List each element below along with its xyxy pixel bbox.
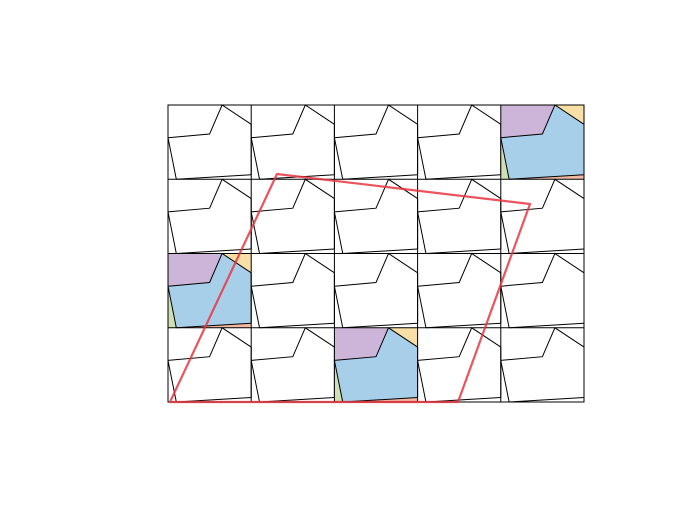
tile-upper-line [167, 327, 252, 361]
tile-r2-c1 [250, 252, 335, 329]
tile-r0-c4 [500, 104, 585, 180]
tile-bottom-line [176, 174, 252, 180]
tile-bottom-line [259, 248, 335, 254]
tile-r0-c1 [250, 104, 335, 180]
tile-left-line [500, 360, 510, 403]
tile-left-line [333, 211, 344, 254]
tile-left-line [167, 137, 177, 180]
tile-upper-line [500, 327, 585, 361]
tile-bottom-line [425, 322, 501, 329]
tile-left-line [500, 137, 510, 180]
tile-upper-line [417, 327, 502, 361]
tile-left-line [250, 286, 261, 328]
tile-bottom-line [342, 322, 418, 329]
tile-bottom-line [176, 248, 252, 254]
tile-left-line [417, 286, 427, 328]
tile-left-line [250, 137, 261, 180]
region-purple [168, 253, 223, 287]
tile-bottom-line [509, 174, 585, 180]
tile-bottom-line [342, 248, 418, 254]
tile-left-line [417, 211, 427, 254]
tile-upper-line [167, 178, 252, 213]
tile-upper-line [417, 252, 502, 287]
region-purple [334, 327, 389, 361]
tile-left-line [167, 360, 177, 403]
region-blue [500, 105, 584, 180]
tile-upper-line [334, 104, 418, 139]
tile-left-line [500, 211, 510, 254]
tile-r0-c0 [167, 104, 252, 180]
tile-r0-c2 [333, 104, 419, 180]
tile-upper-line [417, 178, 502, 213]
region-blue [334, 327, 418, 402]
tile-r3-c3 [417, 327, 502, 403]
tile-left-line [250, 211, 261, 254]
tile-bottom-line [509, 322, 585, 329]
tile-upper-line [500, 252, 585, 287]
tile-bottom-line [509, 397, 585, 403]
tile-r1-c0 [167, 178, 252, 254]
tile-upper-line [334, 252, 418, 287]
tile-left-line [417, 360, 427, 403]
tile-left-line [333, 360, 344, 403]
tile-bottom-line [259, 322, 335, 329]
tile-upper-line [251, 327, 335, 361]
tile-bottom-line [176, 322, 252, 329]
tile-upper-line [251, 252, 335, 287]
tile-r1-c2 [333, 178, 419, 254]
tile-left-line [333, 286, 344, 328]
tile-r0-c3 [417, 104, 502, 180]
tile-upper-line [500, 104, 585, 139]
tile-left-line [250, 360, 261, 403]
tile-r3-c2 [333, 327, 419, 403]
tile-left-line [333, 137, 344, 180]
tile-upper-line [251, 104, 335, 139]
tile-bottom-line [425, 174, 501, 180]
tile-r1-c1 [250, 178, 335, 254]
tile-upper-line [167, 252, 252, 287]
tile-r1-c3 [417, 178, 502, 254]
tile-r1-c4 [500, 178, 585, 254]
tile-upper-line [251, 178, 335, 213]
tile-upper-line [334, 327, 418, 361]
tile-r3-c4 [500, 327, 585, 403]
tile-r2-c2 [333, 252, 419, 329]
tile-left-line [167, 286, 177, 328]
tile-bottom-line [509, 248, 585, 254]
tile-upper-line [500, 178, 585, 213]
tile-r3-c0 [167, 327, 252, 403]
tile-r2-c4 [500, 252, 585, 329]
tile-bottom-line [425, 248, 501, 254]
tile-upper-line [167, 104, 252, 139]
tile-upper-line [417, 104, 502, 139]
tile-r3-c1 [250, 327, 335, 403]
region-purple [500, 105, 555, 138]
overlay-quadrilateral [168, 172, 532, 404]
tile-left-line [167, 211, 177, 254]
tile-upper-line [334, 178, 418, 213]
tile-left-line [500, 286, 510, 328]
tile-left-line [417, 137, 427, 180]
tile-bottom-line [342, 174, 418, 180]
